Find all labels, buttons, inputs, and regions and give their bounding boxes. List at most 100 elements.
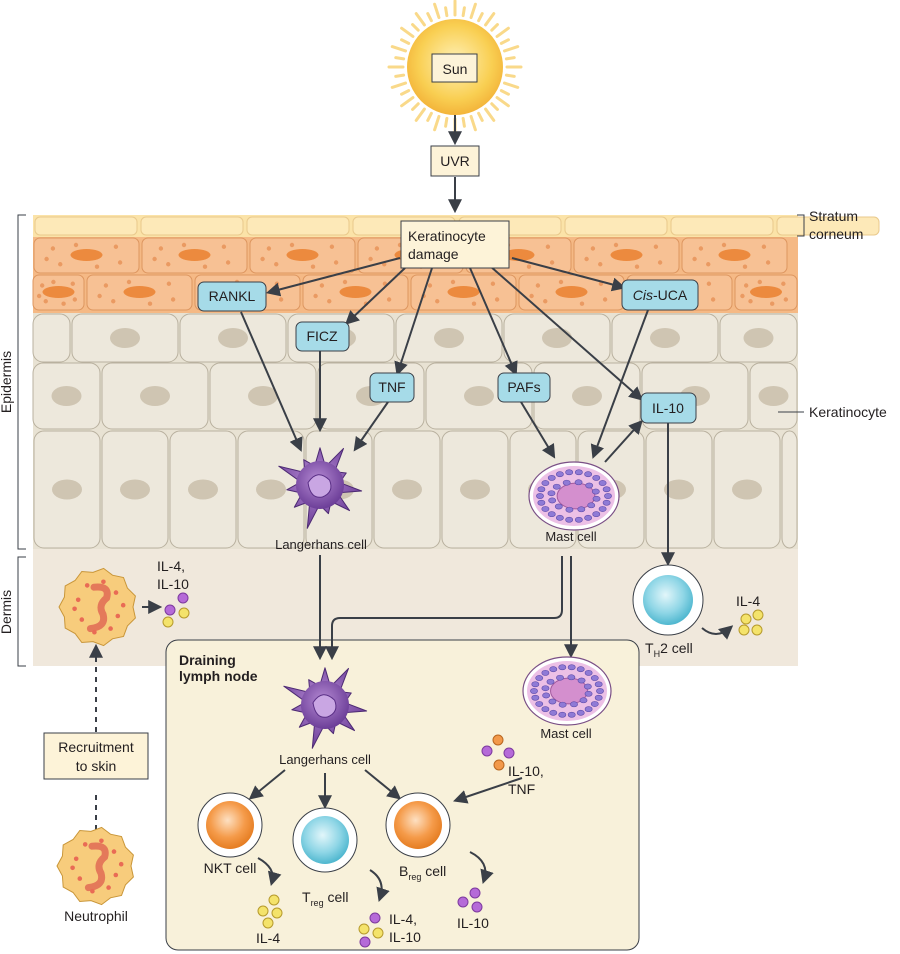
keratinocyte-nucleus [110,328,140,348]
breg-label: Breg cell [399,863,446,882]
sun-ray [499,38,510,45]
mast-granule [547,511,556,518]
granule [73,242,79,248]
cytokine-dot [738,624,750,636]
sun-ray [414,12,426,27]
mast-cell-epidermis [528,461,620,531]
neutrophil-granule [84,583,90,588]
sun-ray [495,26,510,38]
arrow-damage-rankl [265,257,401,297]
granule [761,244,767,249]
uvr-label: UVR [440,153,470,169]
granule [181,242,187,248]
arrow-treg-cyto [369,869,390,902]
sun-ray [495,96,510,108]
cytokine-dot [469,887,481,899]
keratinocyte-nucleus [120,479,150,500]
neutrophil-granule [73,856,79,862]
draining-label-2: lymph node [179,668,258,684]
granule [44,256,49,262]
mast-granule [592,511,601,518]
granule [770,301,775,306]
keratinocyte-nucleus [464,386,494,406]
mast-granule [555,471,564,478]
granule [549,260,555,265]
mast-granule [598,506,607,512]
neutrophil-granule [118,861,124,867]
neutrophil-cytokines [162,592,190,628]
granular-nucleus [70,249,103,261]
breg-cell [385,792,451,858]
mast-granule [592,474,601,481]
neutrophil-granule [115,613,121,619]
neutrophil-granule [99,838,104,844]
granule [743,283,749,288]
granule [543,299,548,304]
keratinocyte [781,430,798,549]
mast-granule [541,480,550,486]
sun-ray [444,116,449,128]
granule [329,244,335,249]
il10-tnf-label-1: IL-10, [508,763,544,779]
arrow-cisuca-mast [590,309,649,459]
recruitment-box [43,732,149,780]
neutrophil-nucleus [86,583,111,633]
keratinocyte-nucleus [218,328,248,348]
cytokine-dot [268,894,280,906]
mast-granule [577,677,586,684]
granule [70,281,75,286]
granule [781,281,786,286]
granule [166,262,171,267]
mast-granule [547,474,556,481]
granule [598,262,603,267]
keratinocyte-nucleus [188,479,218,500]
sun-ray [433,2,441,20]
neutrophil-granule [113,872,119,878]
mast-granule [541,506,550,512]
granule [113,244,119,249]
sun-ray [504,73,516,78]
neutrophil-granule [72,606,77,612]
granule [58,262,63,267]
treg-label: Treg cell [302,889,348,908]
granular-nucleus [750,286,782,298]
neutrophil-cyto-label-2: IL-10 [157,576,189,592]
granule [526,264,532,269]
mast-granule [604,493,612,499]
granule [721,242,727,248]
recruitment-label-2: to skin [76,758,116,774]
granule [698,246,704,251]
arrow-nkt-il4 [257,857,282,887]
neutrophil-granule [101,579,106,585]
cytokine-dot [471,901,483,913]
mast-granule [537,499,546,506]
sun-ray [400,26,415,38]
mast-granule [558,711,567,718]
granule [342,279,348,285]
mast-granule [556,674,564,681]
granule [374,246,380,251]
sun-ray [490,23,499,32]
keratinocyte-nucleus [460,479,490,500]
spinous-cells [32,313,798,549]
nkt-cell [197,792,263,858]
tnf-box [369,372,415,403]
arrow-damage-pafs [469,267,518,376]
mast-granule [584,706,593,713]
mast-top-label: Mast cell [545,529,596,544]
granule [765,260,771,265]
mast-granule [542,692,551,699]
tnf-label: TNF [378,379,405,395]
neutrophil-circulating [56,826,134,906]
sun-ray [433,114,441,132]
granule [529,293,534,299]
sun-ray [484,107,496,122]
granule [117,260,123,265]
arrow-damage-tnf [394,267,433,376]
langerhans-ln-label: Langerhans cell [279,752,371,767]
langerhans-top-label: Langerhans cell [275,537,367,552]
cytokine-dot [358,923,370,935]
th2-cell [632,564,704,636]
sun-ray [394,56,406,61]
keratinocyte-nucleus [52,479,82,500]
